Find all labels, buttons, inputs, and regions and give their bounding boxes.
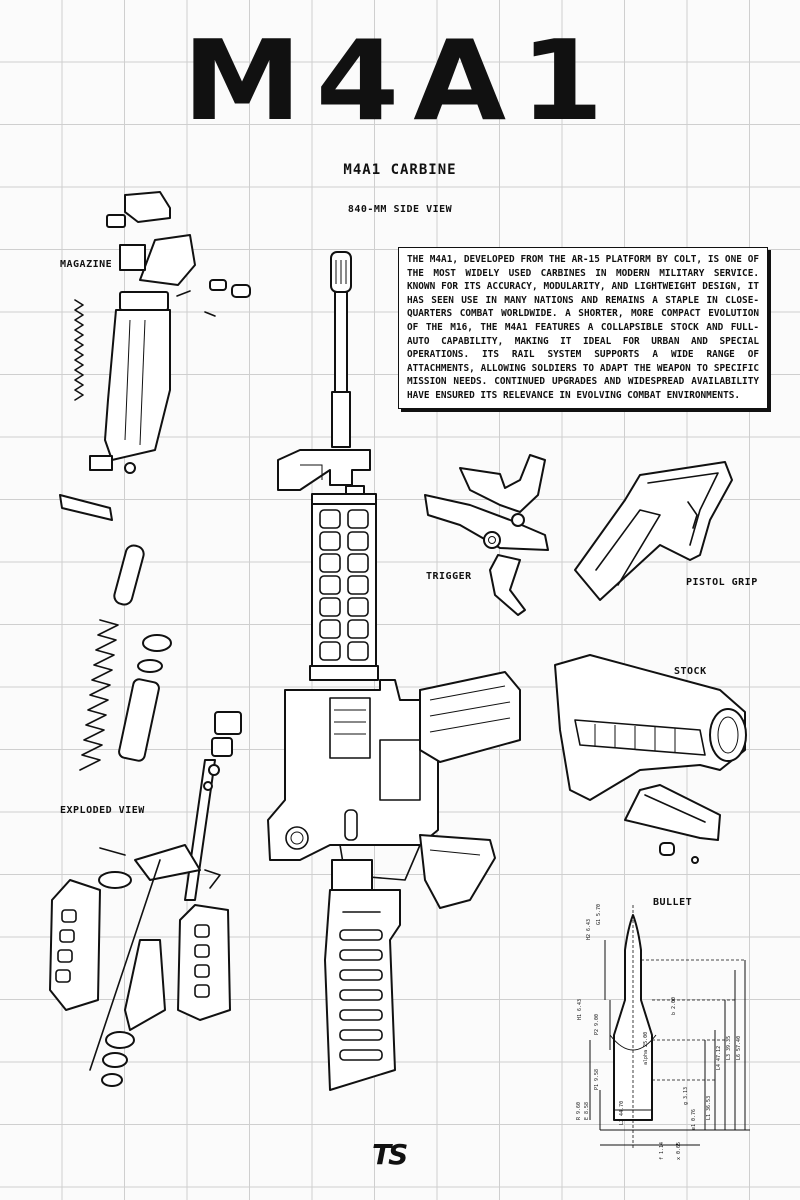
dim-e1: e1 0.76 (691, 1109, 697, 1130)
pistol-grip-illustration (574, 461, 733, 601)
brand-logo: TS (372, 1138, 408, 1171)
magazine-label: MAGAZINE (60, 259, 113, 270)
pistol-grip-label: PISTOL GRIP (686, 577, 758, 588)
dim-h2: H2 6.43 (586, 919, 592, 940)
dim-g1: G1 5.70 (596, 904, 602, 925)
dim-f: f 1.14 (659, 1142, 665, 1160)
dim-e: E 8.58 (584, 1102, 590, 1120)
dim-h1: H1 6.43 (577, 999, 583, 1020)
bullet-drawing: H2 6.43 G1 5.70 H1 6.43 P2 9.00 P1 9.58 … (576, 904, 750, 1160)
rifle-side-view (267, 251, 521, 1091)
stock-illustration (554, 654, 747, 864)
dim-alpha: alpha 25.00 (643, 1032, 649, 1065)
dim-b: b 2.00 (671, 997, 677, 1015)
dim-p2: P2 9.00 (594, 1014, 600, 1035)
bullet-label: BULLET (653, 897, 693, 908)
stock-label: STOCK (674, 666, 707, 677)
page-title: M4A1 (182, 17, 618, 146)
dim-l3: L3 39.35 (726, 1036, 732, 1060)
dim-x: x 0.65 (676, 1142, 682, 1160)
side-view-label: 840-MM SIDE VIEW (347, 204, 453, 215)
trigger-illustration (424, 454, 549, 616)
dim-g: g 3.13 (683, 1087, 689, 1105)
dim-p1: P1 9.58 (594, 1069, 600, 1090)
exploded-view-parts (49, 544, 242, 1087)
dim-r: R 9.60 (576, 1102, 582, 1120)
magazine-floorplate (59, 494, 113, 521)
dim-l4: L4 47.12 (716, 1046, 722, 1070)
description-box: THE M4A1, DEVELOPED FROM THE AR-15 PLATF… (398, 247, 768, 409)
exploded-view-label: EXPLODED VIEW (60, 805, 145, 816)
magazine-exploded (74, 191, 251, 474)
dim-l2: L2 44.70 (619, 1101, 625, 1125)
trigger-label: TRIGGER (426, 571, 472, 582)
dim-l1: L1 36.53 (706, 1096, 712, 1120)
dim-l6: L6 57.40 (736, 1036, 742, 1060)
page-subtitle: M4A1 CARBINE (343, 162, 457, 178)
handguard-vents (319, 509, 369, 661)
